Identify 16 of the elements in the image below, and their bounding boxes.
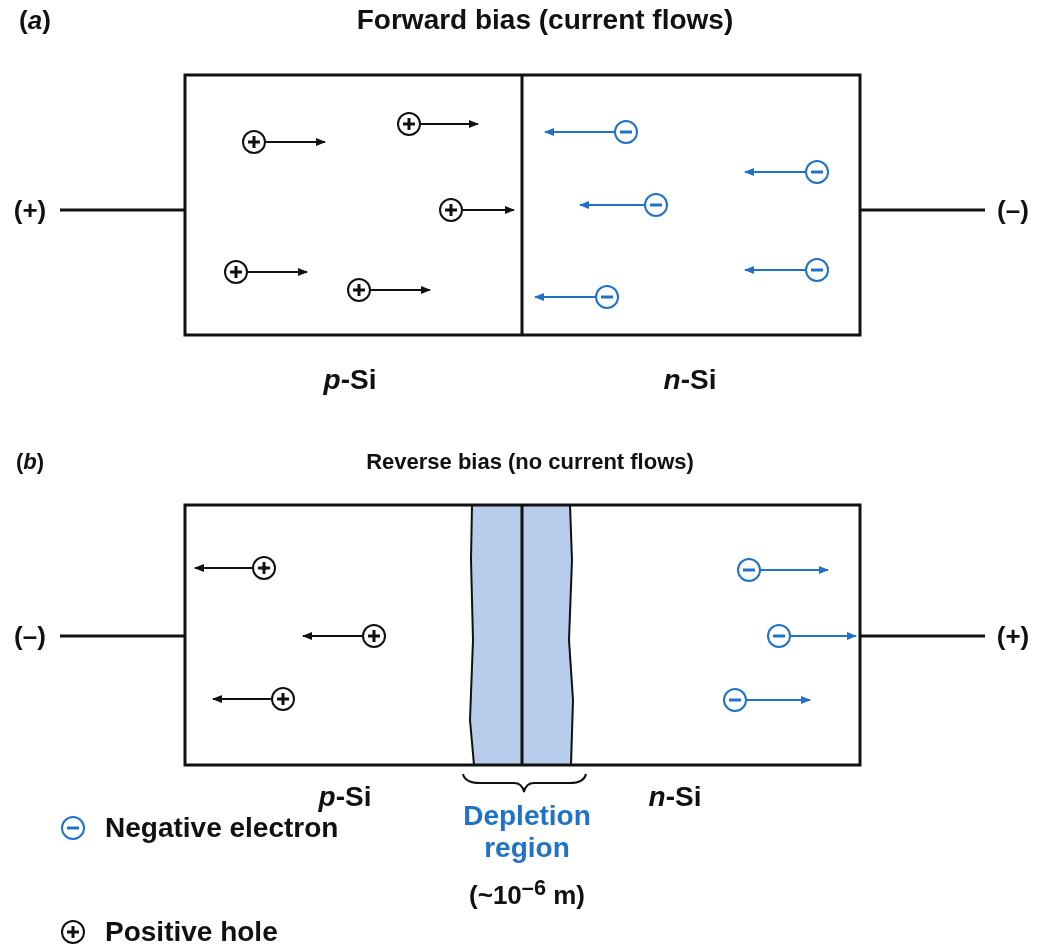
region-label: n-Si xyxy=(648,781,702,813)
region-label: p-Si xyxy=(323,364,377,396)
region-label: p-Si xyxy=(318,781,372,813)
depletion-label: Depletion region xyxy=(462,799,592,865)
legend-text: Negative electron xyxy=(105,812,339,844)
region-label: n-Si xyxy=(663,364,717,396)
terminal-label: (–) xyxy=(14,620,46,652)
terminal-label: (–) xyxy=(997,194,1029,226)
panel-heading: Reverse bias (no current flows) xyxy=(366,449,694,475)
terminal-label: (+) xyxy=(13,194,47,226)
terminal-label: (+) xyxy=(996,620,1030,652)
panel-letter: (b) xyxy=(15,449,45,475)
panel-heading: Forward bias (current flows) xyxy=(356,4,734,36)
width-label: (~10$^{–6}$ m) xyxy=(469,874,585,912)
panel-letter: (a) xyxy=(19,4,51,36)
legend-text: Positive hole xyxy=(105,916,278,948)
